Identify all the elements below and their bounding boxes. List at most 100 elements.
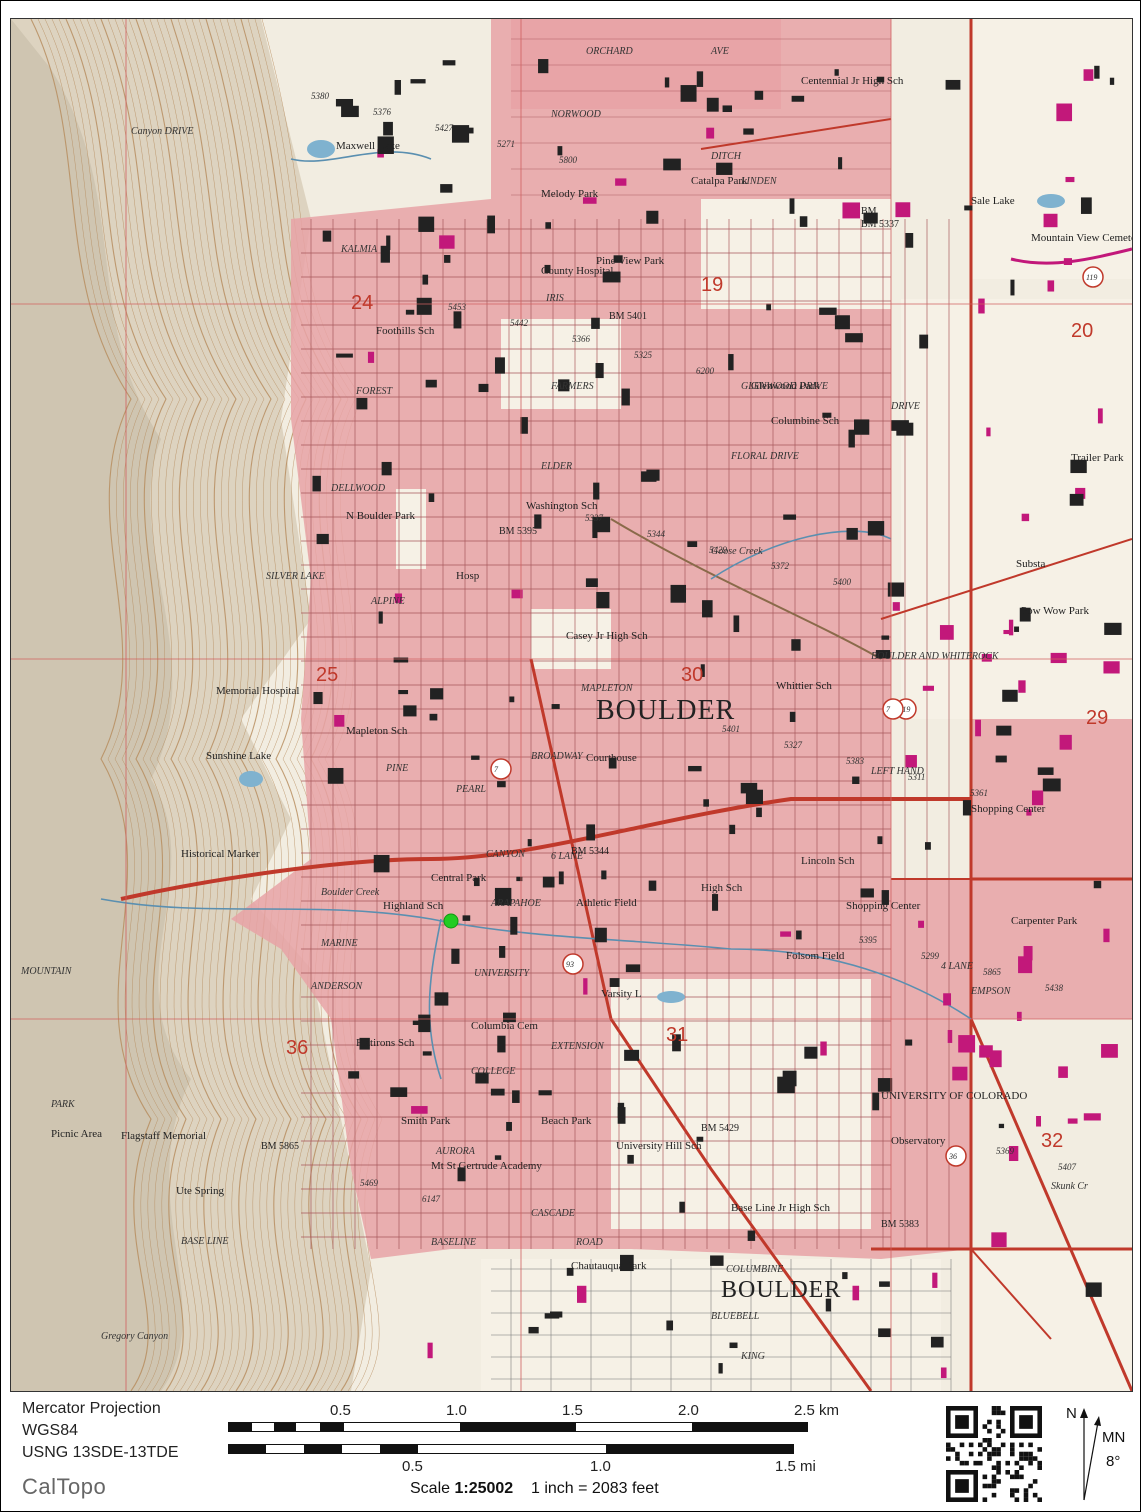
svg-text:5366: 5366 — [572, 334, 591, 344]
buildings — [312, 59, 1122, 1379]
svg-text:Courthouse: Courthouse — [586, 752, 637, 764]
location-marker[interactable] — [443, 913, 459, 929]
scale-inch: 1 inch = 2083 feet — [530, 1480, 659, 1497]
usng-label: USNG 13SDE-13TDE — [22, 1444, 179, 1461]
svg-text:Base Line Jr High Sch: Base Line Jr High Sch — [731, 1202, 830, 1214]
svg-text:5865: 5865 — [983, 967, 1002, 977]
svg-text:MARINE: MARINE — [320, 938, 358, 949]
svg-text:COLUMBINE: COLUMBINE — [726, 1264, 783, 1275]
svg-text:30: 30 — [681, 664, 703, 686]
svg-text:Pow Wow Park: Pow Wow Park — [1021, 605, 1089, 617]
svg-text:Athletic Field: Athletic Field — [576, 897, 637, 909]
svg-text:EXTENSION: EXTENSION — [550, 1041, 605, 1052]
qr-code-icon[interactable] — [946, 1406, 1042, 1502]
svg-text:BLUEBELL: BLUEBELL — [711, 1311, 760, 1322]
svg-text:Shopping Center: Shopping Center — [846, 900, 921, 912]
svg-text:5325: 5325 — [634, 350, 653, 360]
svg-text:DELLWOOD: DELLWOOD — [330, 483, 386, 494]
svg-text:DITCH: DITCH — [710, 151, 742, 162]
svg-text:5299: 5299 — [921, 951, 940, 961]
svg-text:Observatory: Observatory — [891, 1135, 946, 1147]
svg-text:6 LANE: 6 LANE — [551, 851, 583, 862]
svg-text:Central Park: Central Park — [431, 872, 487, 884]
map-footer: Mercator Projection WGS84 USNG 13SDE-13T… — [10, 1392, 1131, 1510]
svg-text:Hosp: Hosp — [456, 570, 480, 582]
svg-text:Lincoln Sch: Lincoln Sch — [801, 855, 855, 867]
svg-text:PARK: PARK — [50, 1099, 76, 1110]
svg-text:20: 20 — [1071, 320, 1093, 342]
svg-text:Canyon DRIVE: Canyon DRIVE — [131, 126, 194, 137]
svg-text:CASCADE: CASCADE — [531, 1208, 575, 1219]
mi-tick: 1.5 mi — [775, 1458, 816, 1475]
svg-text:Ute Spring: Ute Spring — [176, 1185, 224, 1197]
svg-text:BASE LINE: BASE LINE — [181, 1236, 229, 1247]
svg-text:119: 119 — [1086, 273, 1097, 282]
svg-text:Sunshine Lake: Sunshine Lake — [206, 750, 271, 762]
svg-text:Memorial Hospital: Memorial Hospital — [216, 685, 299, 697]
svg-text:5344: 5344 — [647, 529, 666, 539]
svg-text:6200: 6200 — [696, 366, 715, 376]
svg-text:BASELINE: BASELINE — [431, 1237, 476, 1248]
svg-text:5401: 5401 — [722, 724, 740, 734]
major-roads — [120, 19, 1132, 1391]
svg-text:BROADWAY: BROADWAY — [531, 751, 584, 762]
varsity-lake — [657, 991, 685, 1003]
svg-text:5369: 5369 — [996, 1146, 1015, 1156]
svg-text:IRIS: IRIS — [545, 293, 564, 304]
svg-text:Shopping Center: Shopping Center — [971, 803, 1046, 815]
svg-text:ARAPAHOE: ARAPAHOE — [490, 898, 541, 909]
svg-text:LEFT HAND: LEFT HAND — [870, 766, 925, 777]
svg-text:County Hospital: County Hospital — [541, 265, 613, 277]
declination-label: 8° — [1106, 1453, 1120, 1470]
svg-text:DRIVE: DRIVE — [890, 401, 920, 412]
svg-text:Washington Sch: Washington Sch — [526, 500, 598, 512]
svg-text:KING: KING — [740, 1351, 765, 1362]
svg-text:32: 32 — [1041, 1130, 1063, 1152]
svg-text:119: 119 — [899, 705, 910, 714]
svg-text:Flatirons Sch: Flatirons Sch — [356, 1037, 415, 1049]
svg-text:KALMIA: KALMIA — [340, 244, 378, 255]
svg-text:PINE: PINE — [385, 763, 408, 774]
svg-text:Picnic Area: Picnic Area — [51, 1128, 102, 1140]
svg-text:6147: 6147 — [422, 1194, 441, 1204]
svg-text:Mapleton Sch: Mapleton Sch — [346, 725, 408, 737]
svg-text:FOREST: FOREST — [355, 386, 394, 397]
svg-text:BM 5395: BM 5395 — [499, 526, 537, 537]
svg-text:Mt St Gertrude Academy: Mt St Gertrude Academy — [431, 1160, 542, 1172]
svg-text:Foothills Sch: Foothills Sch — [376, 325, 435, 337]
north-arrow-icon: N MN 8° — [1066, 1405, 1125, 1501]
svg-text:High Sch: High Sch — [701, 882, 743, 894]
section-lines — [11, 19, 1132, 1391]
svg-text:BM: BM — [861, 206, 877, 217]
svg-text:AVE: AVE — [710, 46, 729, 57]
svg-text:29: 29 — [1086, 707, 1108, 729]
svg-text:5453: 5453 — [448, 302, 467, 312]
svg-text:93: 93 — [566, 960, 574, 969]
svg-text:Goose Creek: Goose Creek — [711, 546, 763, 557]
svg-text:CANYON: CANYON — [486, 849, 526, 860]
svg-text:ALPINE: ALPINE — [370, 596, 405, 607]
svg-text:BM 5401: BM 5401 — [609, 311, 647, 322]
svg-text:EMPSON: EMPSON — [970, 986, 1012, 997]
svg-text:Columbia Cem: Columbia Cem — [471, 1020, 538, 1032]
svg-text:5469: 5469 — [360, 1178, 379, 1188]
scale-text: Scale 1:25002 1 inch = 2083 feet — [410, 1480, 659, 1498]
svg-text:5361: 5361 — [970, 788, 988, 798]
svg-text:Catalpa Park: Catalpa Park — [691, 175, 748, 187]
hill-shade — [11, 19, 191, 1391]
svg-text:BM 5344: BM 5344 — [571, 846, 609, 857]
svg-text:BOULDER: BOULDER — [596, 695, 735, 726]
svg-text:5380: 5380 — [311, 91, 330, 101]
svg-text:MAPLETON: MAPLETON — [580, 683, 634, 694]
svg-text:Centennial Jr High Sch: Centennial Jr High Sch — [801, 75, 904, 87]
svg-text:MOUNTAIN: MOUNTAIN — [20, 966, 73, 977]
svg-text:ANDERSON: ANDERSON — [310, 981, 363, 992]
svg-text:GLENWOOD DRIVE: GLENWOOD DRIVE — [741, 381, 828, 392]
svg-text:5400: 5400 — [833, 577, 852, 587]
svg-text:36: 36 — [948, 1152, 957, 1161]
caltopo-brand: CalTopo — [22, 1474, 107, 1499]
svg-text:Boulder Creek: Boulder Creek — [321, 887, 380, 898]
svg-text:Beach Park: Beach Park — [541, 1115, 592, 1127]
